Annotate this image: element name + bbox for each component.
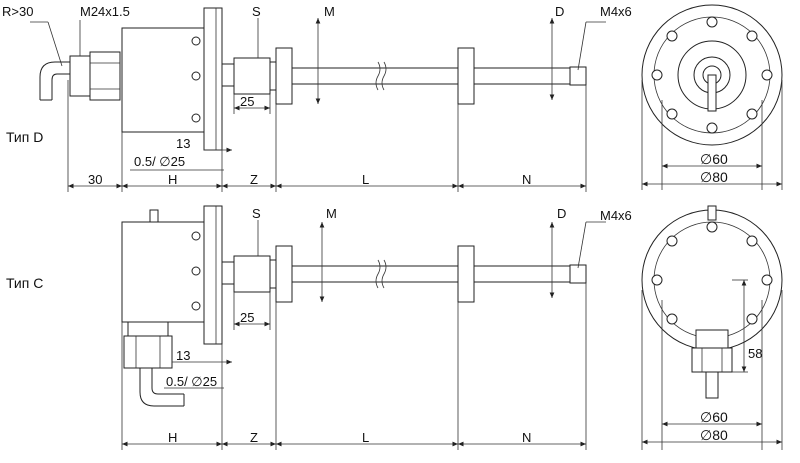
type-c-title: Тип C bbox=[6, 275, 43, 291]
h-label: H bbox=[168, 172, 177, 187]
type-d-labels: Тип D R>30 M24x1.5 S M D M4x6 25 13 0.5/… bbox=[2, 4, 632, 187]
dim-13-label: 13 bbox=[176, 136, 190, 151]
dia-60-label-c: ∅60 bbox=[700, 409, 728, 425]
z-label: Z bbox=[250, 172, 258, 187]
s-label: S bbox=[252, 4, 261, 19]
h-label-c: H bbox=[168, 430, 177, 445]
dim-25-label-c: 25 bbox=[240, 310, 254, 325]
type-c-dimensions bbox=[121, 220, 606, 450]
dim-13-label-c: 13 bbox=[176, 348, 190, 363]
dim-gap-label-c: 0.5/ ∅25 bbox=[166, 374, 217, 389]
d-label: D bbox=[555, 4, 564, 19]
type-d-front-view bbox=[641, 4, 783, 146]
type-d-dimensions bbox=[30, 18, 606, 192]
m-label-c: M bbox=[326, 206, 337, 221]
z-label-c: Z bbox=[250, 430, 258, 445]
n-label-c: N bbox=[522, 430, 531, 445]
type-d-title: Тип D bbox=[6, 129, 43, 145]
dim-25-label: 25 bbox=[240, 94, 254, 109]
dim-30-label: 30 bbox=[88, 172, 102, 187]
dia-80-label-c: ∅80 bbox=[700, 427, 728, 443]
tip-thread-label-c: M4x6 bbox=[600, 208, 632, 223]
l-label-c: L bbox=[362, 430, 369, 445]
type-c-front-dims bbox=[641, 279, 783, 450]
dia-60-label: ∅60 bbox=[700, 151, 728, 167]
type-d-front-dims bbox=[641, 80, 783, 190]
type-d-side-view bbox=[39, 7, 587, 151]
type-c-front-view bbox=[641, 205, 783, 399]
thread-label: M24x1.5 bbox=[80, 4, 130, 19]
type-c-labels: Тип C S M D M4x6 25 13 0.5/ ∅25 H Z L N bbox=[6, 206, 632, 445]
s-label-c: S bbox=[252, 206, 261, 221]
dim-58-label: 58 bbox=[748, 346, 762, 361]
dim-gap-label: 0.5/ ∅25 bbox=[134, 154, 185, 169]
bend-radius-label: R>30 bbox=[2, 4, 33, 19]
m-label: M bbox=[324, 4, 335, 19]
l-label: L bbox=[362, 172, 369, 187]
n-label: N bbox=[522, 172, 531, 187]
dia-80-label: ∅80 bbox=[700, 169, 728, 185]
d-label-c: D bbox=[557, 206, 566, 221]
tip-thread-label: M4x6 bbox=[600, 4, 632, 19]
